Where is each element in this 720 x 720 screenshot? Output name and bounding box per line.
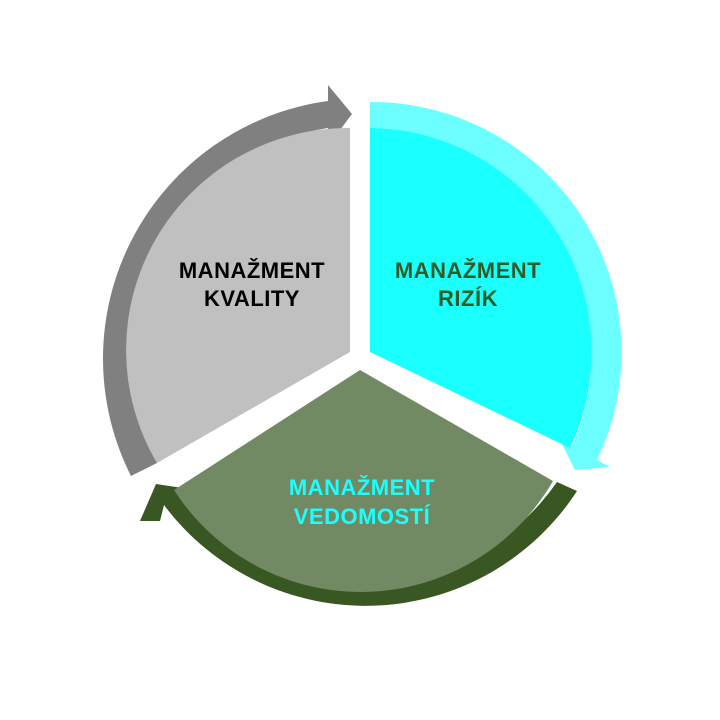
segment-vedomosti-arrow	[140, 482, 577, 606]
segment-riziko-wedge	[370, 128, 592, 448]
segment-kvalita-label-line1: MANAŽMENT	[179, 258, 325, 283]
segment-riziko-label-line1: MANAŽMENT	[395, 258, 541, 283]
segment-riziko-arrow	[370, 101, 622, 470]
segment-kvalita: MANAŽMENT KVALITY	[103, 85, 352, 476]
segment-vedomosti-wedge	[174, 370, 553, 592]
segment-kvalita-label-line2: KVALITY	[204, 286, 300, 311]
segment-kvalita-arrow	[103, 85, 352, 476]
segment-vedomosti-label-line1: MANAŽMENT	[289, 475, 435, 500]
segment-vedomosti: MANAŽMENT VEDOMOSTÍ	[140, 370, 577, 606]
segment-riziko-label-line2: RIZÍK	[438, 286, 498, 311]
segment-vedomosti-label-line2: VEDOMOSTÍ	[294, 504, 431, 529]
segment-kvalita-wedge	[126, 127, 350, 463]
segment-riziko: MANAŽMENT RIZÍK	[370, 101, 622, 470]
